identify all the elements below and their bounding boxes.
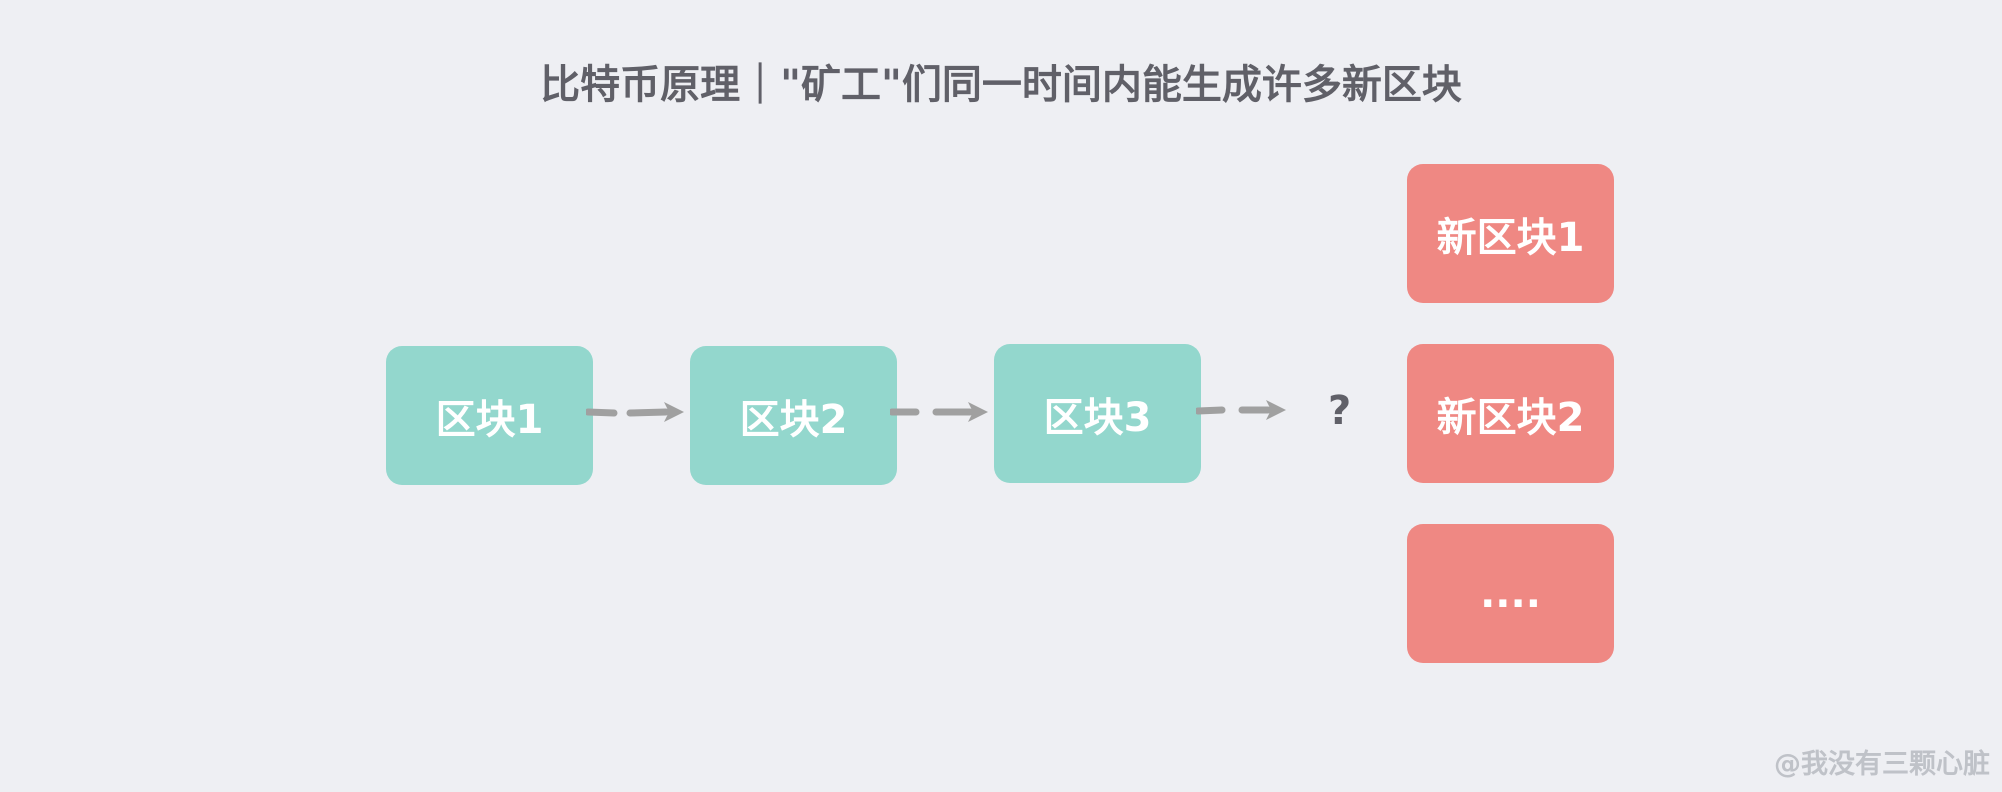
chain-block-2: 区块2 — [690, 346, 897, 485]
arrow-2 — [890, 402, 988, 422]
arrow-1 — [586, 402, 684, 422]
new-block-1: 新区块1 — [1407, 164, 1614, 303]
new-block-more: .... — [1407, 524, 1614, 663]
chain-block-1: 区块1 — [386, 346, 593, 485]
chain-block-3: 区块3 — [994, 344, 1201, 483]
diagram-title: 比特币原理｜"矿工"们同一时间内能生成许多新区块 — [540, 62, 1462, 108]
question-mark: ? — [1328, 388, 1352, 434]
watermark: @我没有三颗心脏 — [1774, 749, 1990, 780]
new-block-2: 新区块2 — [1407, 344, 1614, 483]
arrow-3 — [1196, 400, 1286, 420]
